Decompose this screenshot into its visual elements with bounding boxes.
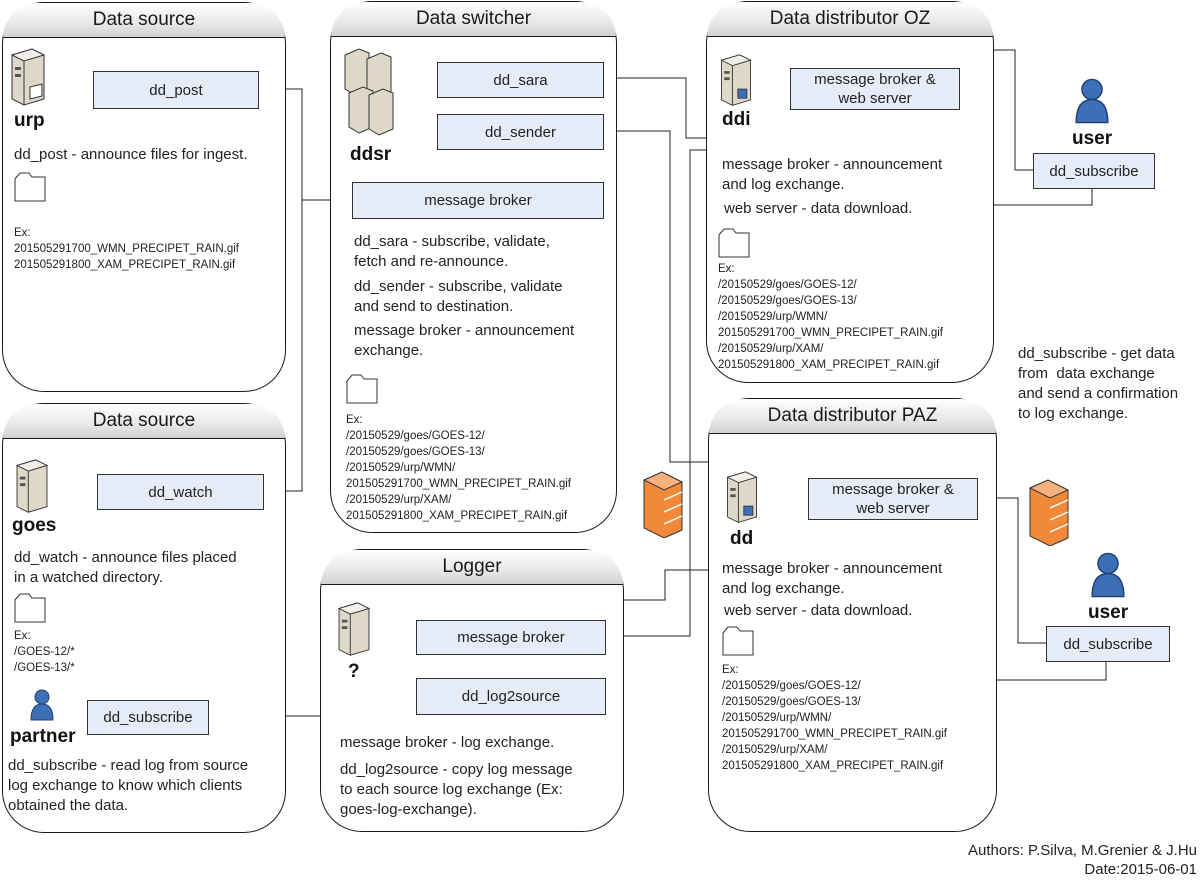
logger-broker-description: message broker - log exchange.: [340, 734, 555, 751]
dd-sara-box[interactable]: dd_sara: [437, 62, 604, 98]
dd-watch-description: dd_watch - announce files placed in a wa…: [14, 549, 237, 586]
user-icon: [30, 689, 54, 721]
data-distributor-oz-panel: Data distributor OZ: [706, 1, 994, 383]
user-icon: [1075, 78, 1109, 124]
host-label: ?: [348, 661, 360, 682]
server-icon: [10, 48, 46, 106]
user-dd-subscribe-box[interactable]: dd_subscribe: [1033, 153, 1155, 189]
paz-broker-web-server-box[interactable]: message broker & web server: [808, 478, 978, 520]
panel-title: Data distributor OZ: [707, 2, 993, 37]
host-label: goes: [12, 515, 57, 536]
logger-message-broker-box[interactable]: message broker: [416, 620, 606, 655]
dd-post-description: dd_post - announce files for ingest.: [14, 146, 248, 163]
folder-icon: [14, 593, 46, 623]
partner-description: dd_subscribe - read log from source log …: [8, 757, 249, 814]
folder-icon: [722, 626, 754, 656]
authors-credit: Authors: P.Silva, M.Grenier & J.Hu: [968, 842, 1197, 859]
server-cluster-icon: [344, 48, 394, 136]
example-paths: Ex: /20150529/goes/GOES-12/ /20150529/go…: [346, 414, 572, 522]
date-label: Date:2015-06-01: [1084, 861, 1197, 878]
example-dirs: Ex: /GOES-12/* /GOES-13/*: [14, 630, 75, 674]
folder-icon: [718, 228, 750, 258]
panel-title: Data source: [3, 404, 285, 439]
dd-sender-description: dd_sender - subscribe, validate and send…: [354, 278, 563, 315]
firewall-icon: [642, 471, 684, 538]
dd-sender-box[interactable]: dd_sender: [437, 114, 604, 150]
dd-sara-description: dd_sara - subscribe, validate, fetch and…: [354, 233, 550, 270]
dd-subscribe-note: dd_subscribe - get data from data exchan…: [1018, 345, 1179, 422]
host-label: ddi: [722, 109, 751, 130]
dd-watch-box[interactable]: dd_watch: [97, 474, 264, 510]
folder-icon: [14, 172, 46, 202]
data-distributor-paz-panel: Data distributor PAZ: [708, 398, 997, 832]
host-label: urp: [14, 110, 45, 131]
dd-log2source-description: dd_log2source - copy log message to each…: [340, 761, 573, 818]
user-dd-subscribe-box[interactable]: dd_subscribe: [1046, 626, 1170, 662]
switcher-message-broker-box[interactable]: message broker: [352, 182, 604, 219]
example-files: Ex: 201505291700_WMN_PRECIPET_RAIN.gif 2…: [14, 227, 240, 271]
oz-broker-web-server-box[interactable]: message broker & web server: [790, 68, 960, 110]
folder-icon: [346, 374, 378, 404]
panel-title: Logger: [321, 550, 623, 585]
paz-web-server-description: web server - data download.: [724, 602, 913, 619]
host-label: dd: [730, 528, 754, 549]
oz-web-server-description: web server - data download.: [724, 200, 913, 217]
panel-title: Data source: [3, 3, 285, 38]
paz-broker-description: message broker - announcement and log ex…: [722, 560, 943, 597]
host-label: ddsr: [350, 144, 392, 165]
data-source-panel-urp: Data source: [2, 2, 286, 392]
server-icon: [337, 602, 371, 656]
server-icon: [15, 459, 49, 513]
partner-dd-subscribe-box[interactable]: dd_subscribe: [87, 700, 209, 735]
dd-log2source-box[interactable]: dd_log2source: [416, 678, 606, 715]
dd-post-box[interactable]: dd_post: [93, 71, 259, 109]
example-paths: Ex: /20150529/goes/GOES-12/ /20150529/go…: [718, 263, 944, 371]
user-label: user: [1072, 128, 1113, 149]
server-icon: [720, 54, 752, 106]
example-paths: Ex: /20150529/goes/GOES-12/ /20150529/go…: [722, 664, 948, 772]
partner-label: partner: [10, 726, 76, 747]
broker-description: message broker - announcement exchange.: [354, 322, 575, 359]
panel-title: Data switcher: [331, 2, 616, 37]
panel-title: Data distributor PAZ: [709, 399, 996, 434]
user-label: user: [1088, 602, 1129, 623]
server-icon: [726, 471, 758, 523]
firewall-icon: [1028, 479, 1070, 546]
oz-broker-description: message broker - announcement and log ex…: [722, 156, 943, 193]
user-icon: [1091, 552, 1125, 598]
